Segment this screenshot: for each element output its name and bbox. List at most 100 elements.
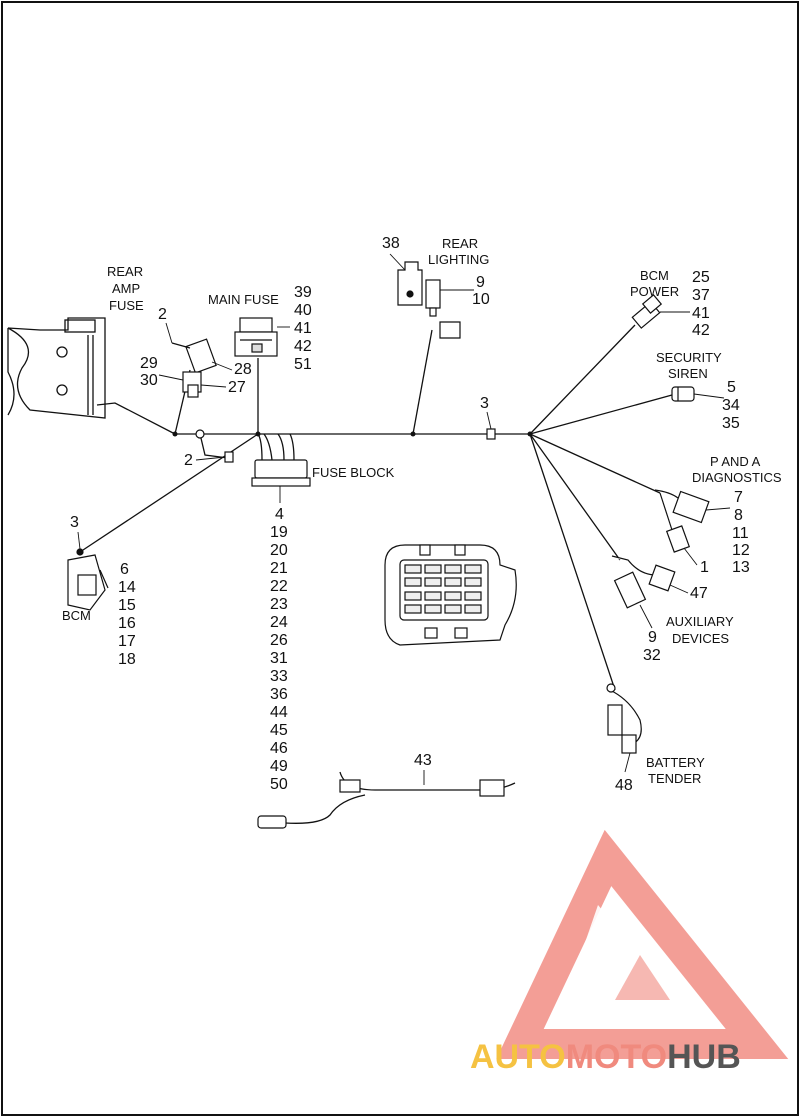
callout-bcm-power-3: 42 [692,322,710,339]
callout-bcm-top: 3 [70,514,79,531]
callout-bcm-2: 15 [118,597,136,614]
callout-bcm-3: 16 [118,615,136,632]
callout-fb-11: 44 [270,704,288,721]
bcm-module [67,548,109,611]
main-fuse-holder [234,317,278,357]
label-p-and-a-1: P AND A [710,454,761,469]
ground-clip [195,429,234,463]
callout-main-fuse-4: 51 [294,356,312,373]
callout-fb-5: 23 [270,596,288,613]
callout-siren-2: 35 [722,415,740,432]
callout-bcm-power-2: 41 [692,305,710,322]
callout-fb-14: 49 [270,758,288,775]
callout-bcm-power-0: 25 [692,269,710,286]
label-rear-lighting-2: LIGHTING [428,252,489,267]
label-battery-tender-2: TENDER [648,771,701,786]
p-and-a-diagnostics-connectors [654,489,710,553]
svg-text:AUTOMOTOHUB: AUTOMOTOHUB [470,1038,741,1076]
callout-fb-15: 50 [270,776,288,793]
label-auxiliary-1: AUXILIARY [666,614,734,629]
bcm-power-connector [631,294,663,329]
component-labels: REAR AMP FUSE MAIN FUSE REAR LIGHTING BC… [62,236,782,786]
callout-trunk-clip: 3 [480,395,489,412]
callout-48: 48 [615,777,633,794]
callout-43: 43 [414,752,432,769]
callout-29: 29 [140,355,158,372]
logo-auto: AUTO [470,1038,566,1076]
callout-rear-lighting-9: 9 [476,274,485,291]
label-rear-amp-fuse-3: FUSE [109,298,144,313]
label-fuse-block: FUSE BLOCK [312,465,395,480]
junction-dots [172,431,533,437]
callout-pa-0: 7 [734,489,743,506]
battery-tender-connector [606,683,642,754]
label-security-siren-2: SIREN [668,366,708,381]
logo-hub: HUB [667,1038,741,1076]
callout-numbers: 2 29 30 28 27 39 40 41 42 51 38 9 10 25 … [70,235,750,794]
label-p-and-a-2: DIAGNOSTICS [692,470,782,485]
automotohub-logo: AUTOMOTOHUB [470,829,789,1076]
callout-fb-8: 31 [270,650,288,667]
callout-rear-lighting-10: 10 [472,291,490,308]
callout-siren-1: 34 [722,397,740,414]
label-bcm-power-1: BCM [640,268,669,283]
callout-27: 27 [228,379,246,396]
rear-lighting-connectors [397,261,461,339]
label-battery-tender-1: BATTERY [646,755,705,770]
callout-bcm-4: 17 [118,633,136,650]
callout-fb-6: 24 [270,614,288,631]
callout-pa-1: 8 [734,507,743,524]
callout-main-fuse-2: 41 [294,320,312,337]
callout-main-fuse-0: 39 [294,284,312,301]
callout-ground-clip: 2 [184,452,193,469]
callout-fb-12: 45 [270,722,288,739]
callout-main-fuse-3: 42 [294,338,312,355]
callout-fb-7: 26 [270,632,288,649]
leader-lines [77,253,731,785]
label-bcm: BCM [62,608,91,623]
fuse-block [251,459,311,487]
callout-fb-0: 4 [275,506,284,523]
callout-rear-amp-fuse-top: 2 [158,306,167,323]
callout-bcm-power-1: 37 [692,287,710,304]
callout-bcm-1: 14 [118,579,136,596]
callout-fb-3: 21 [270,560,288,577]
callout-siren-0: 5 [727,379,736,396]
callout-fb-1: 19 [270,524,288,541]
label-main-fuse: MAIN FUSE [208,292,279,307]
extension-harness-43 [257,779,505,829]
label-rear-lighting-1: REAR [442,236,478,251]
callout-aux-32: 32 [643,647,661,664]
callout-47: 47 [690,585,708,602]
rear-amp-fuse-holder [171,338,217,398]
label-bcm-power-2: POWER [630,284,679,299]
callout-fb-2: 20 [270,542,288,559]
callout-aux-9: 9 [648,629,657,646]
callout-pa-3: 12 [732,542,750,559]
callout-fb-10: 36 [270,686,288,703]
label-auxiliary-2: DEVICES [672,631,729,646]
callout-38: 38 [382,235,400,252]
callout-pa-lower: 1 [700,559,709,576]
label-rear-amp-fuse-1: REAR [107,264,143,279]
security-siren-connector [671,386,695,402]
callout-bcm-5: 18 [118,651,136,668]
callout-pa-4: 13 [732,559,750,576]
callout-fb-13: 46 [270,740,288,757]
harness-trunk [7,317,673,824]
logo-moto: MOTO [566,1038,667,1076]
label-rear-amp-fuse-2: AMP [112,281,140,296]
fuse-block-detail [384,544,517,646]
callout-main-fuse-1: 40 [294,302,312,319]
callout-pa-2: 11 [732,525,749,542]
callout-28: 28 [234,361,252,378]
callout-30: 30 [140,372,158,389]
callout-bcm-0: 6 [120,561,129,578]
label-security-siren-1: SECURITY [656,350,722,365]
auxiliary-devices-connectors [611,555,676,609]
callout-fb-4: 22 [270,578,288,595]
callout-fb-9: 33 [270,668,288,685]
trunk-clip [486,428,496,440]
